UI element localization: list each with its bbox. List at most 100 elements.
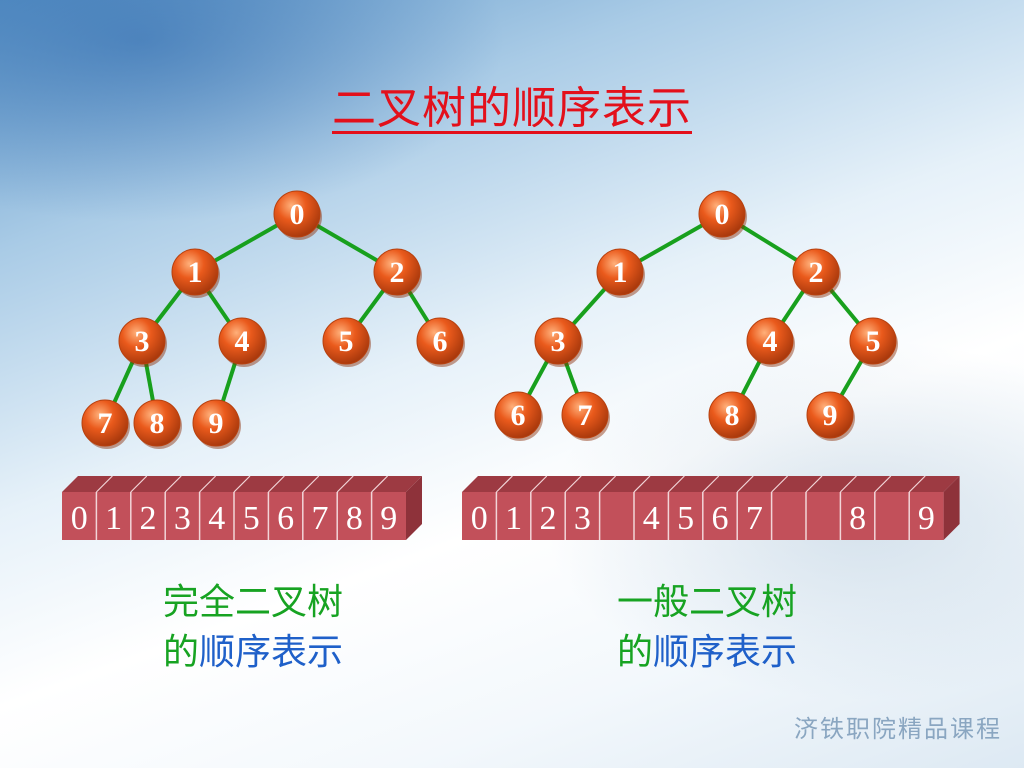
node-label: 1 xyxy=(188,256,203,289)
node-label: 9 xyxy=(209,407,224,440)
tree-node: 5 xyxy=(849,317,898,367)
tree-node: 6 xyxy=(494,391,543,441)
array-cell-divider xyxy=(336,475,354,493)
array-cell-divider xyxy=(199,475,217,493)
node-ball xyxy=(373,248,421,296)
node-ball xyxy=(81,399,129,447)
node-ball xyxy=(218,317,266,365)
node-ball xyxy=(416,317,464,365)
array-cell-value: 8 xyxy=(346,500,363,537)
array-cell-value: 7 xyxy=(746,500,763,537)
tree-node: 7 xyxy=(81,399,130,449)
array-cell-divider xyxy=(839,475,857,493)
array-cell-value: 8 xyxy=(849,500,866,537)
array-cell-divider xyxy=(564,475,582,493)
array-cell-divider xyxy=(130,475,148,493)
node-label: 4 xyxy=(235,325,250,358)
tree-node: 9 xyxy=(192,399,241,449)
node-ball xyxy=(708,391,756,439)
caption-complete-tree: 完全二叉树 的顺序表示 xyxy=(113,578,393,678)
array-cell-divider xyxy=(771,475,789,493)
node-label: 2 xyxy=(390,256,405,289)
tree-node: 7 xyxy=(561,391,610,441)
array-cell-value: 9 xyxy=(918,500,935,537)
node-label: 5 xyxy=(866,325,881,358)
node-ball xyxy=(698,190,746,238)
array-cell-value: 6 xyxy=(712,500,729,537)
node-ball xyxy=(561,391,609,439)
array-cell-divider xyxy=(302,475,320,493)
page-title: 二叉树的顺序表示 xyxy=(332,83,692,134)
node-label: 6 xyxy=(511,399,526,432)
node-ball xyxy=(494,391,542,439)
caption-general-tree: 一般二叉树 的顺序表示 xyxy=(567,578,847,678)
node-ball xyxy=(806,391,854,439)
node-label: 5 xyxy=(339,325,354,358)
tree-node: 0 xyxy=(698,190,747,240)
array-cell-value: 2 xyxy=(140,500,157,537)
node-label: 0 xyxy=(290,198,305,231)
array-cell-value: 5 xyxy=(677,500,694,537)
array-cell-divider xyxy=(371,475,389,493)
tree-node: 5 xyxy=(322,317,371,367)
array-cell-value: 7 xyxy=(312,500,329,537)
array-cell-divider xyxy=(233,475,251,493)
tree-node: 8 xyxy=(708,391,757,441)
array-cell-divider xyxy=(874,475,892,493)
tree-node: 4 xyxy=(746,317,795,367)
node-ball xyxy=(118,317,166,365)
array-cell-divider xyxy=(164,475,182,493)
node-ball xyxy=(849,317,897,365)
node-label: 6 xyxy=(433,325,448,358)
tree-node: 0 xyxy=(273,190,322,240)
tree-node: 2 xyxy=(373,248,422,298)
array-cell-value: 0 xyxy=(71,500,88,537)
array-side-face xyxy=(406,476,422,540)
tree-node: 4 xyxy=(218,317,267,367)
array-cell-value: 1 xyxy=(105,500,122,537)
node-ball xyxy=(746,317,794,365)
array-cell-value: 4 xyxy=(208,500,225,537)
array-cell-divider xyxy=(908,475,926,493)
tree-node: 3 xyxy=(118,317,167,367)
node-ball xyxy=(192,399,240,447)
course-brand: 济铁职院精品课程 xyxy=(794,715,1002,743)
array-side-face xyxy=(943,476,960,540)
array-cell-value: 9 xyxy=(380,500,397,537)
tree-node: 1 xyxy=(171,248,220,298)
tree-node: 8 xyxy=(133,399,182,449)
node-label: 7 xyxy=(98,407,113,440)
array-cell-value: 6 xyxy=(277,500,294,537)
array-cell-value: 0 xyxy=(471,500,488,537)
node-ball xyxy=(133,399,181,447)
array-cell-value: 4 xyxy=(643,500,660,537)
array-cell-divider xyxy=(702,475,720,493)
tree-node: 9 xyxy=(806,391,855,441)
node-label: 8 xyxy=(150,407,165,440)
caption-line1: 完全二叉树 xyxy=(162,582,343,623)
tree-node: 6 xyxy=(416,317,465,367)
tree-node: 1 xyxy=(596,248,645,298)
node-ball xyxy=(171,248,219,296)
node-label: 3 xyxy=(135,325,150,358)
array-cell-divider xyxy=(530,475,548,493)
array-cell-value: 3 xyxy=(174,500,191,537)
node-label: 9 xyxy=(823,399,838,432)
array-cell-divider xyxy=(495,475,513,493)
caption-line2: 的顺序表示 xyxy=(616,632,798,673)
node-label: 0 xyxy=(715,198,730,231)
node-ball xyxy=(273,190,321,238)
tree-node: 3 xyxy=(534,317,583,367)
node-ball xyxy=(596,248,644,296)
array-cell-value: 1 xyxy=(505,500,522,537)
node-ball xyxy=(534,317,582,365)
array-cell-divider xyxy=(95,475,113,493)
node-label: 3 xyxy=(551,325,566,358)
array-cell-divider xyxy=(267,475,285,493)
